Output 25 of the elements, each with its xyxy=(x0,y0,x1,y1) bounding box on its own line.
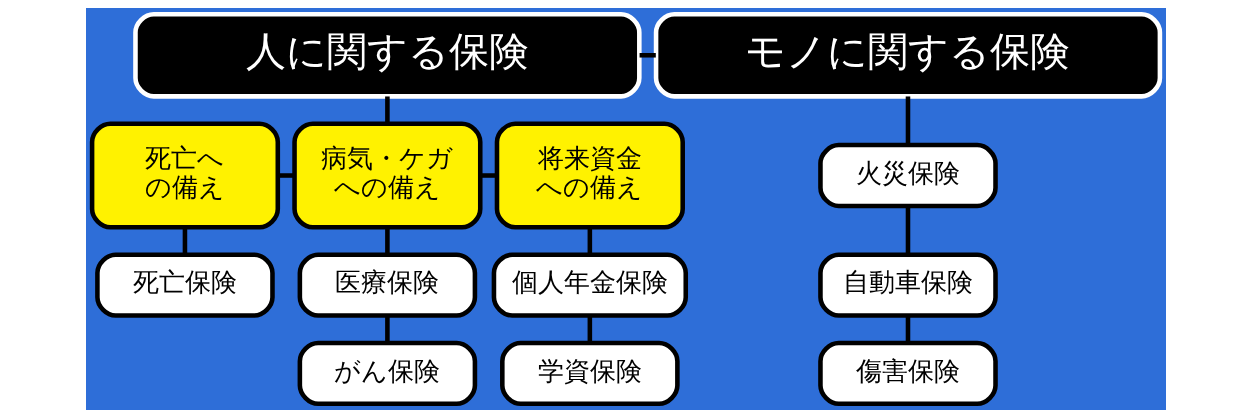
node-box: がん保険 xyxy=(297,340,477,407)
node-box: モノに関する保険 xyxy=(653,11,1162,99)
node-box: 病気・ケガへの備え xyxy=(291,121,483,230)
node-box: 死亡への備え xyxy=(89,121,280,230)
node-box: 将来資金への備え xyxy=(494,121,685,230)
connector xyxy=(277,173,294,178)
connector xyxy=(182,227,187,255)
connector xyxy=(587,227,592,255)
connector xyxy=(639,52,656,58)
connector xyxy=(479,173,497,178)
connector xyxy=(905,315,910,343)
node-box: 個人年金保険 xyxy=(491,252,688,318)
node-box: 火災保険 xyxy=(817,142,998,209)
connector xyxy=(384,227,390,255)
connector xyxy=(384,315,390,343)
connector xyxy=(384,96,390,124)
node-box: 傷害保険 xyxy=(817,340,998,407)
node-box: 人に関する保険 xyxy=(132,11,642,99)
node-box: 医療保険 xyxy=(297,252,477,318)
connector xyxy=(587,315,592,343)
node-box: 学資保険 xyxy=(499,340,680,407)
connector xyxy=(905,206,910,255)
connector xyxy=(905,96,910,145)
node-box: 自動車保険 xyxy=(817,252,998,318)
node-box: 死亡保険 xyxy=(94,252,275,318)
